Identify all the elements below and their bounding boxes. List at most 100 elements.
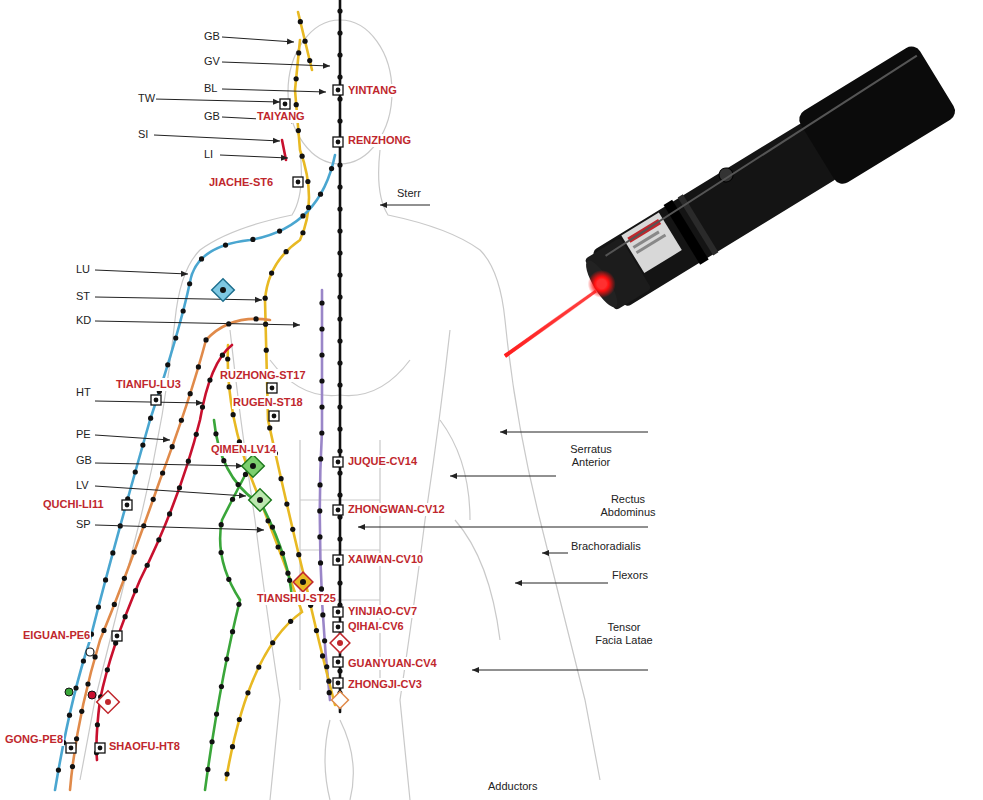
- meridian-dot: [151, 497, 156, 502]
- acupoint-dot: [336, 681, 341, 686]
- meridian-dot: [207, 378, 212, 383]
- meridian-dot: [317, 482, 322, 487]
- meridian-dot: [148, 416, 153, 421]
- acupoint-name: GUANYUAN-CV4: [347, 657, 438, 670]
- meridian-dot: [223, 242, 228, 247]
- meridian-dot: [337, 74, 342, 79]
- meridian-dot: [132, 549, 137, 554]
- meridian-dot: [123, 614, 128, 619]
- acupoint-name: GONG-PE8: [4, 733, 64, 746]
- meridian-dot: [337, 382, 342, 387]
- meridian-dot: [302, 39, 307, 44]
- meridian-abbreviation: TW: [137, 92, 156, 105]
- acupoint-square: [280, 99, 290, 109]
- meridian-dot: [186, 459, 191, 464]
- leader-lines: [95, 37, 648, 670]
- acupoint-dot: [272, 414, 277, 419]
- meridian-dot: [245, 690, 250, 695]
- meridian-dot: [278, 476, 283, 481]
- meridian-dot: [294, 76, 299, 81]
- meridian-dot: [122, 576, 127, 581]
- meridian-dot: [337, 580, 342, 585]
- meridian-dot: [224, 771, 229, 776]
- muscle-name: Serratus Anterior: [558, 443, 624, 469]
- meridian-dot: [209, 739, 214, 744]
- acupoint-square: [267, 383, 277, 393]
- acupoint-dot: [336, 610, 341, 615]
- acupoint-square: [333, 607, 343, 617]
- meridian-dot: [140, 442, 145, 447]
- acupoint-square: [333, 505, 343, 515]
- meridian-dot: [177, 485, 182, 490]
- meridian-dot: [219, 684, 224, 689]
- acupoint-name: RENZHONG: [347, 134, 412, 147]
- meridian-dot: [327, 690, 332, 695]
- meridian-dot: [269, 271, 274, 276]
- meridian-dot: [320, 612, 325, 617]
- acupoint-name: QIMEN-LV14: [210, 443, 277, 456]
- acupoint-dot: [154, 398, 159, 403]
- sp-meridian: [226, 345, 302, 780]
- meridian-abbreviation: GV: [203, 55, 221, 68]
- meridian-dot: [231, 412, 236, 417]
- meridian-dot: [225, 356, 230, 361]
- meridian-dot: [145, 563, 150, 568]
- point-markers: [65, 279, 350, 714]
- meridian-dot: [221, 458, 226, 463]
- meridian-dot: [317, 508, 322, 513]
- kd-meridian: [320, 290, 330, 700]
- meridian-dot: [81, 658, 86, 663]
- meridian-dot: [203, 337, 208, 342]
- acupoint-name: YINTANG: [347, 84, 398, 97]
- laser-pointer: [505, 43, 959, 356]
- meridian-abbreviation: GB: [203, 30, 221, 43]
- acupoint-square: [333, 85, 343, 95]
- meridian-dot: [112, 602, 117, 607]
- meridian-dot: [319, 404, 324, 409]
- meridian-dot: [167, 511, 172, 516]
- meridian-dot: [319, 326, 324, 331]
- meridian-dot: [284, 501, 289, 506]
- meridian-dot: [101, 628, 106, 633]
- meridian-abbreviation: BL: [203, 82, 218, 95]
- meridian-dot: [305, 179, 310, 184]
- meridian-dot: [284, 249, 289, 254]
- acupoint-square: [269, 411, 279, 421]
- meridian-dot: [337, 250, 342, 255]
- meridian-dot: [319, 352, 324, 357]
- acupoint-square: [333, 622, 343, 632]
- meridian-dot: [318, 456, 323, 461]
- meridian-dot: [319, 300, 324, 305]
- meridian-dot: [199, 256, 204, 261]
- meridian-dot: [337, 162, 342, 167]
- meridian-dot: [187, 281, 192, 286]
- meridian-abbreviation: LV: [75, 479, 90, 492]
- acupoint-square: [333, 137, 343, 147]
- acupoint-square: [151, 395, 161, 405]
- meridian-dot: [267, 425, 272, 430]
- meridian-dot: [237, 717, 242, 722]
- meridian-dot: [67, 713, 72, 718]
- meridian-dot: [165, 362, 170, 367]
- acupoint-dot: [115, 634, 120, 639]
- acupoint-dot: [336, 660, 341, 665]
- meridian-dot: [296, 552, 301, 557]
- meridian-dot: [337, 184, 342, 189]
- meridian-dot: [319, 430, 324, 435]
- meridian-dot: [105, 667, 110, 672]
- acupoint-dot: [270, 386, 275, 391]
- meridian-abbreviation: KD: [75, 314, 92, 327]
- meridian-dot: [337, 272, 342, 277]
- meridian-dot: [141, 523, 146, 528]
- meridian-dot: [170, 444, 175, 449]
- meridian-abbreviation: PE: [75, 428, 92, 441]
- meridian-dot: [307, 58, 312, 63]
- meridian-dot: [287, 578, 292, 583]
- meridian-abbreviation: SI: [137, 128, 149, 141]
- meridian-dot: [296, 50, 301, 55]
- meridian-dot: [285, 571, 290, 576]
- meridian-dot: [226, 577, 231, 582]
- acupoint-name: RUGEN-ST18: [232, 396, 304, 409]
